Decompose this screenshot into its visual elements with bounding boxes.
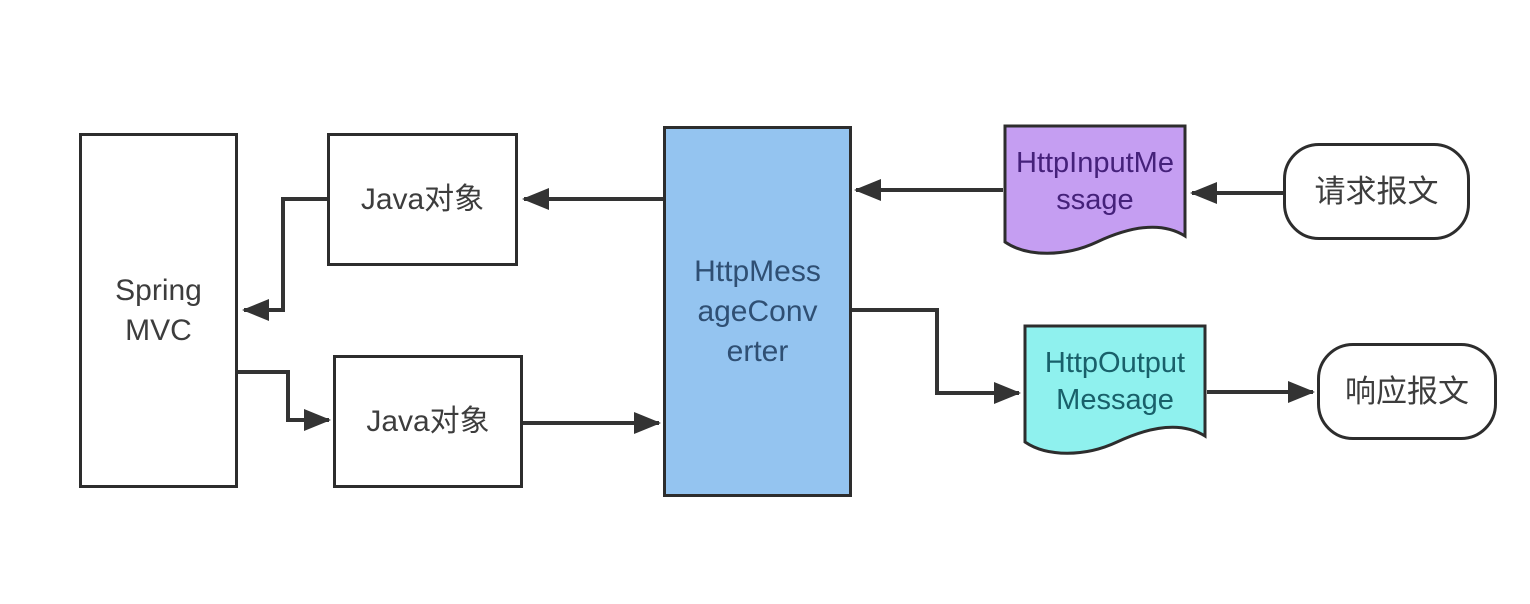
- http-input-message-label: HttpInputMe ssage: [1003, 130, 1187, 234]
- response-message-label: 响应报文: [1345, 373, 1469, 409]
- spring-mvc-label-line1: Spring: [115, 273, 202, 307]
- converter-label-line2: ageConv: [697, 294, 818, 328]
- node-response-message: 响应报文: [1317, 343, 1497, 440]
- input-label-line1: HttpInputMe: [1016, 147, 1174, 179]
- http-output-message-label: HttpOutput Message: [1023, 330, 1207, 434]
- node-http-output-message: HttpOutput Message: [1023, 324, 1207, 464]
- arrow-converter-to-output: [852, 308, 1021, 404]
- java-object-top-label: Java对象: [360, 182, 485, 216]
- arrow-spring-mvc-to-java-bottom: [238, 370, 331, 431]
- node-spring-mvc: Spring MVC: [79, 133, 238, 488]
- spring-mvc-label: Spring MVC: [115, 271, 202, 351]
- request-message-label: 请求报文: [1314, 173, 1439, 209]
- document-shape-icon: [1003, 124, 1187, 255]
- output-label-line1: HttpOutput: [1044, 347, 1186, 379]
- node-http-message-converter: HttpMess ageConv erter: [663, 126, 852, 497]
- converter-label-line1: HttpMess: [694, 254, 821, 288]
- output-label-line2: Message: [1056, 384, 1174, 416]
- input-label-line2: ssage: [1056, 184, 1134, 216]
- converter-label-line3: erter: [726, 334, 789, 368]
- arrow-java-top-to-spring-mvc: [242, 197, 327, 321]
- spring-mvc-label-line2: MVC: [125, 313, 192, 347]
- node-java-object-top: Java对象: [327, 133, 518, 266]
- node-java-object-bottom: Java对象: [333, 355, 523, 488]
- node-http-input-message: HttpInputMe ssage: [1003, 124, 1187, 264]
- node-request-message: 请求报文: [1283, 143, 1470, 240]
- http-message-converter-label: HttpMess ageConv erter: [694, 252, 821, 372]
- document-shape-icon: [1023, 324, 1207, 455]
- java-object-bottom-label: Java对象: [366, 404, 490, 438]
